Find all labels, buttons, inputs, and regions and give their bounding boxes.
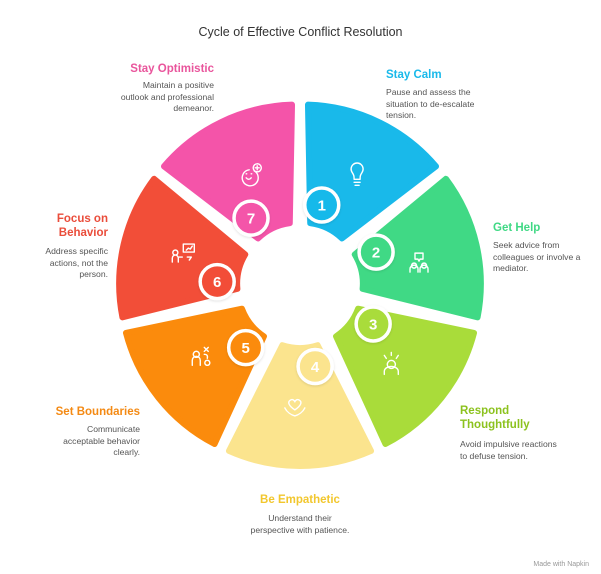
person-strategy-icon — [191, 346, 211, 367]
step-6-number: 6 — [213, 274, 221, 291]
step-2-description: Seek advice from colleagues or involve a… — [493, 240, 581, 273]
smile-plus-icon — [241, 163, 262, 187]
presentation-icon — [171, 243, 195, 263]
step-1-badge: 1 — [303, 186, 341, 224]
step-4-number: 4 — [311, 359, 320, 376]
step-6-description: Address specific actions, not the person… — [45, 246, 108, 279]
step-2-number: 2 — [372, 245, 380, 262]
step-1-title: Stay Calm — [386, 69, 442, 81]
lightbulb-icon — [350, 162, 364, 187]
step-1-number: 1 — [318, 198, 326, 215]
step-5-title: Set Boundaries — [55, 406, 140, 418]
step-3-title: Respond Thoughtfully — [460, 405, 530, 431]
step-1-description: Pause and assess the situation to de-esc… — [386, 87, 475, 120]
step-7-description: Maintain a positive outlook and professi… — [120, 80, 214, 113]
heart-hands-icon — [284, 398, 306, 417]
step-5-badge: 5 — [226, 328, 265, 367]
step-4-badge-circle — [296, 347, 334, 386]
step-2-title: Get Help — [493, 222, 541, 234]
diagram-title: Cycle of Effective Conflict Resolution — [198, 25, 403, 39]
step-6-title: Focus on Behavior — [56, 213, 108, 239]
footer-attribution: Made with Napkin — [533, 561, 589, 568]
people-question-icon — [409, 252, 429, 273]
step-4-badge: 4 — [296, 347, 334, 386]
step-6-badge: 6 — [198, 262, 236, 301]
step-6-badge-circle — [198, 262, 236, 301]
footer-text: Made with Napkin — [533, 561, 589, 568]
step-3-description: Avoid impulsive reactions to defuse tens… — [460, 439, 557, 461]
step-3-badge-circle — [354, 305, 392, 343]
step-7-number: 7 — [247, 211, 255, 228]
step-7-badge: 7 — [232, 199, 270, 237]
stressed-person-icon — [383, 351, 399, 376]
step-2-badge-circle — [357, 233, 395, 271]
step-3-badge: 3 — [354, 305, 392, 343]
step-4-description: Understand their perspective with patien… — [250, 513, 350, 535]
step-5-number: 5 — [242, 340, 250, 357]
step-4-title: Be Empathetic — [260, 494, 340, 506]
segment-2 — [351, 175, 484, 321]
step-7-title: Stay Optimistic — [130, 63, 214, 75]
step-2-badge: 2 — [357, 233, 395, 271]
step-5-description: Communicate acceptable behavior clearly. — [63, 424, 140, 457]
step-3-number: 3 — [369, 317, 377, 334]
step-5-badge-circle — [226, 328, 265, 367]
center-hole — [243, 228, 357, 342]
step-1-badge-circle — [303, 186, 341, 224]
step-7-badge-circle — [232, 199, 270, 237]
